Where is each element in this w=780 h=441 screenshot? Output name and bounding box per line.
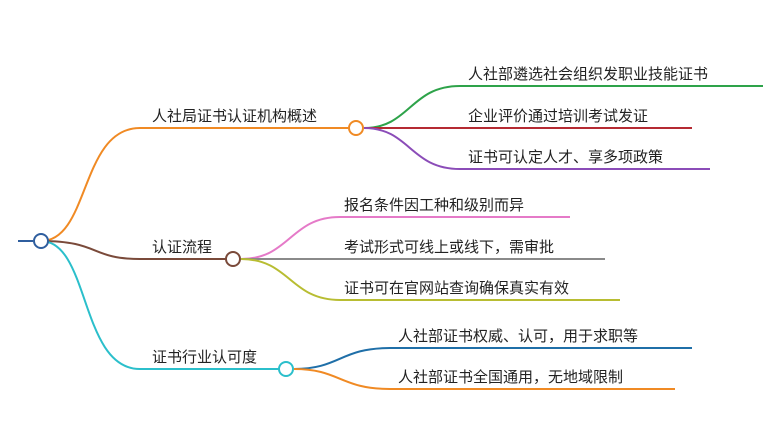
- overview-node[interactable]: [348, 120, 364, 136]
- overview-child-1-label[interactable]: 人社部遴选社会组织发职业技能证书: [468, 65, 708, 83]
- connector-process-child-3: [240, 258, 620, 301]
- recognition-node[interactable]: [278, 361, 294, 377]
- process-child-2-label[interactable]: 考试形式可线上或线下，需审批: [344, 238, 554, 256]
- connector-overview-child-3: [363, 127, 710, 170]
- process-child-3-label[interactable]: 证书可在官网站查询确保真实有效: [344, 279, 569, 297]
- root-node[interactable]: [33, 233, 49, 249]
- connector-overview-child-1: [363, 85, 763, 129]
- connector-overview: [40, 127, 356, 242]
- connector-process-child-1: [240, 216, 570, 260]
- connector-recognition: [40, 240, 286, 370]
- process-label[interactable]: 认证流程: [152, 238, 212, 256]
- recognition-child-1-label[interactable]: 人社部证书权威、认可，用于求职等: [398, 327, 638, 345]
- connector-recognition-child-2: [293, 368, 675, 390]
- overview-child-2-label[interactable]: 企业评价通过培训考试发证: [468, 107, 648, 125]
- process-node[interactable]: [225, 251, 241, 267]
- connector-recognition-child-1: [293, 347, 692, 370]
- recognition-child-2-label[interactable]: 人社部证书全国通用，无地域限制: [398, 368, 623, 386]
- recognition-label[interactable]: 证书行业认可度: [152, 348, 257, 366]
- connector-process: [40, 240, 233, 260]
- overview-label[interactable]: 人社局证书认证机构概述: [152, 107, 317, 125]
- overview-child-3-label[interactable]: 证书可认定人才、享多项政策: [468, 148, 663, 166]
- process-child-1-label[interactable]: 报名条件因工种和级别而异: [344, 196, 524, 214]
